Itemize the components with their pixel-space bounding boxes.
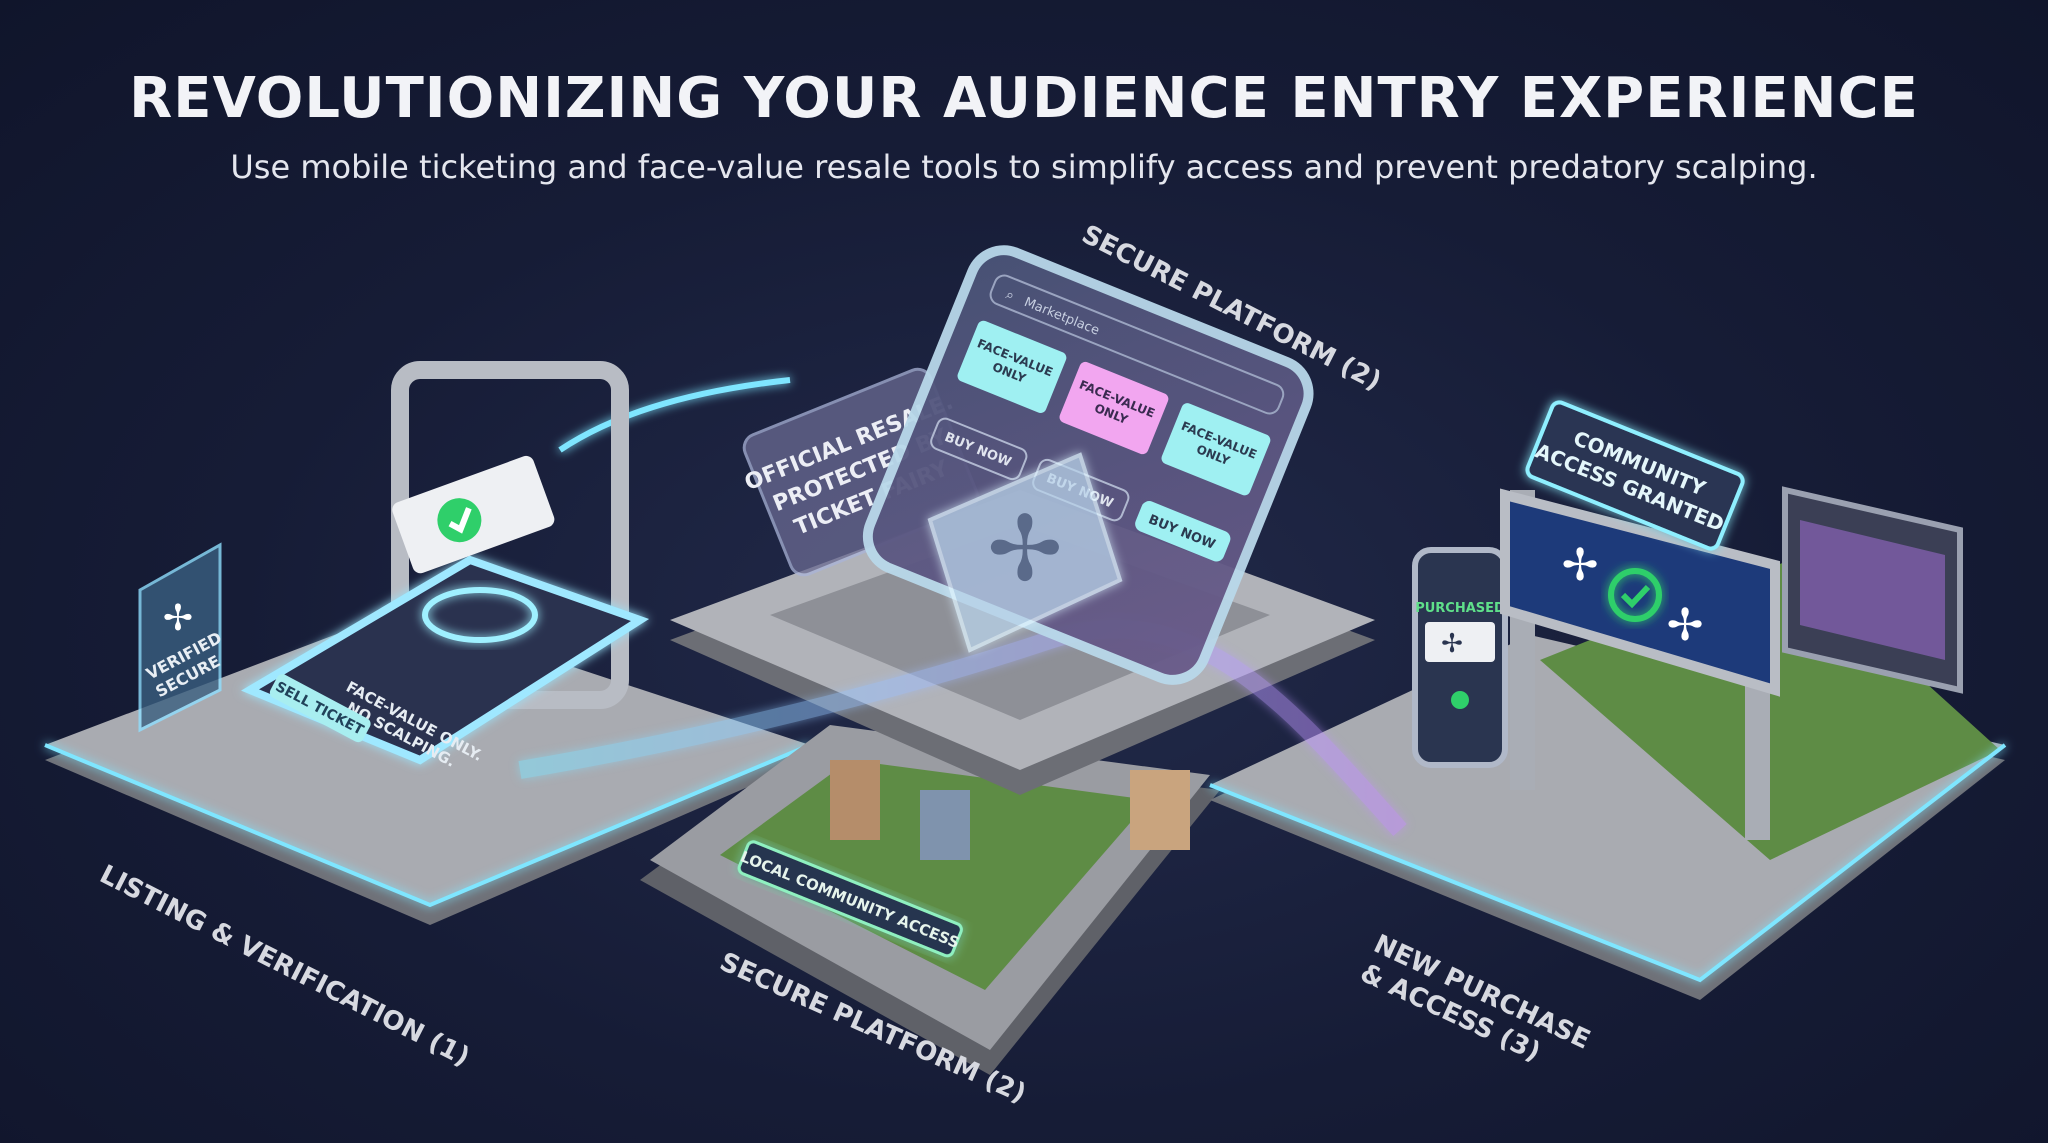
page-subtitle: Use mobile ticketing and face-value resa… [230, 148, 1818, 186]
arrow-icon [558, 377, 791, 453]
community-platform [640, 725, 1220, 1075]
flow-path [518, 620, 1407, 837]
purchased-phone: PURCHASED ✢ [1412, 547, 1508, 768]
building [830, 760, 880, 840]
ticket-card: FACE-VALUEONLY [1161, 403, 1271, 496]
ticket-fairy-chip: ✢ [927, 452, 1123, 653]
building [920, 790, 970, 860]
ticket-fairy-logo-icon: ✢ [163, 598, 193, 639]
check-icon [1451, 691, 1469, 709]
svg-text:PURCHASED: PURCHASED [1415, 601, 1505, 616]
page-title: REVOLUTIONIZING YOUR AUDIENCE ENTRY EXPE… [129, 66, 1919, 131]
check-icon [1608, 568, 1662, 622]
ticket-card: FACE-VALUEONLY [1059, 361, 1169, 455]
ticket-fairy-logo-icon: ✢ [1667, 600, 1704, 651]
ticket-card: FACE-VALUEONLY [957, 320, 1067, 413]
building [1130, 770, 1190, 850]
ticket-fairy-logo-icon: ✢ [987, 497, 1062, 602]
concert-stage [1782, 486, 1963, 694]
ticket-fairy-logo-icon: ✢ [1441, 629, 1463, 659]
scan-pad [422, 587, 538, 643]
entry-gate: ✢ ✢ [1500, 488, 1780, 840]
listing-phone: FACE-VALUE ONLY.NO SCALPING. SELL TICKET [241, 361, 650, 771]
stage-label-access: NEW PURCHASE& ACCESS (3) [1356, 929, 1595, 1084]
verified-ticket [392, 455, 555, 574]
ticket-fairy-logo-icon: ✢ [1562, 540, 1599, 591]
verified-secure-sign: ✢ VERIFIEDSECURE [138, 542, 225, 733]
